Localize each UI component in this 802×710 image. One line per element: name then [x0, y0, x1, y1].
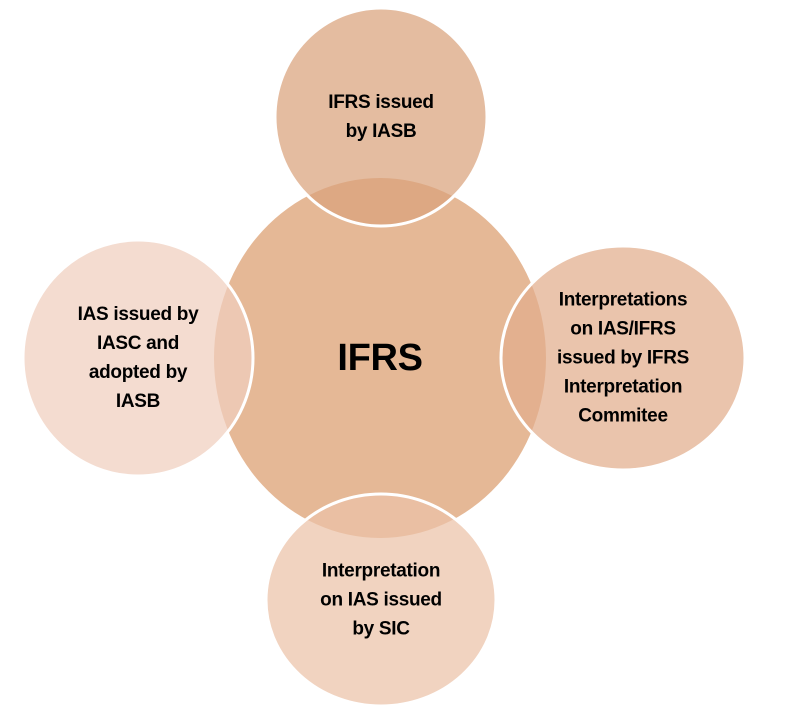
top-label-line: by IASB	[345, 121, 417, 142]
bottom-label-line: Interpretation	[321, 560, 441, 582]
bottom-label: Interpretation on IAS issued by SIC	[320, 557, 442, 644]
top-label-line: IFRS issued	[328, 92, 434, 113]
center-circle	[214, 178, 546, 538]
center-label: IFRS	[337, 337, 423, 379]
bottom-label-line: on IAS issued	[320, 589, 442, 611]
right-label-line: Interpretation	[563, 376, 683, 398]
right-label-line: issued by IFRS	[556, 347, 690, 369]
right-label-line: Commitee	[578, 405, 668, 427]
top-label: IFRS issued by IASB	[328, 88, 434, 146]
bottom-circle	[264, 492, 498, 708]
top-circle	[273, 6, 489, 228]
right-label: Interpretations on IAS/IFRS issued by IF…	[557, 286, 689, 431]
left-circle	[21, 238, 255, 478]
left-label: IAS issued by IASC and adopted by IASB	[78, 300, 199, 416]
bottom-label-line: by SIC	[352, 618, 410, 640]
right-label-line: Interpretations	[558, 289, 688, 311]
left-label-line: IAS issued by	[77, 304, 199, 325]
left-label-line: adopted by	[88, 362, 188, 383]
left-label-line: IASC and	[96, 333, 180, 354]
right-label-line: on IAS/IFRS	[570, 318, 676, 340]
left-label-line: IASB	[115, 391, 161, 412]
right-circle	[499, 244, 747, 472]
